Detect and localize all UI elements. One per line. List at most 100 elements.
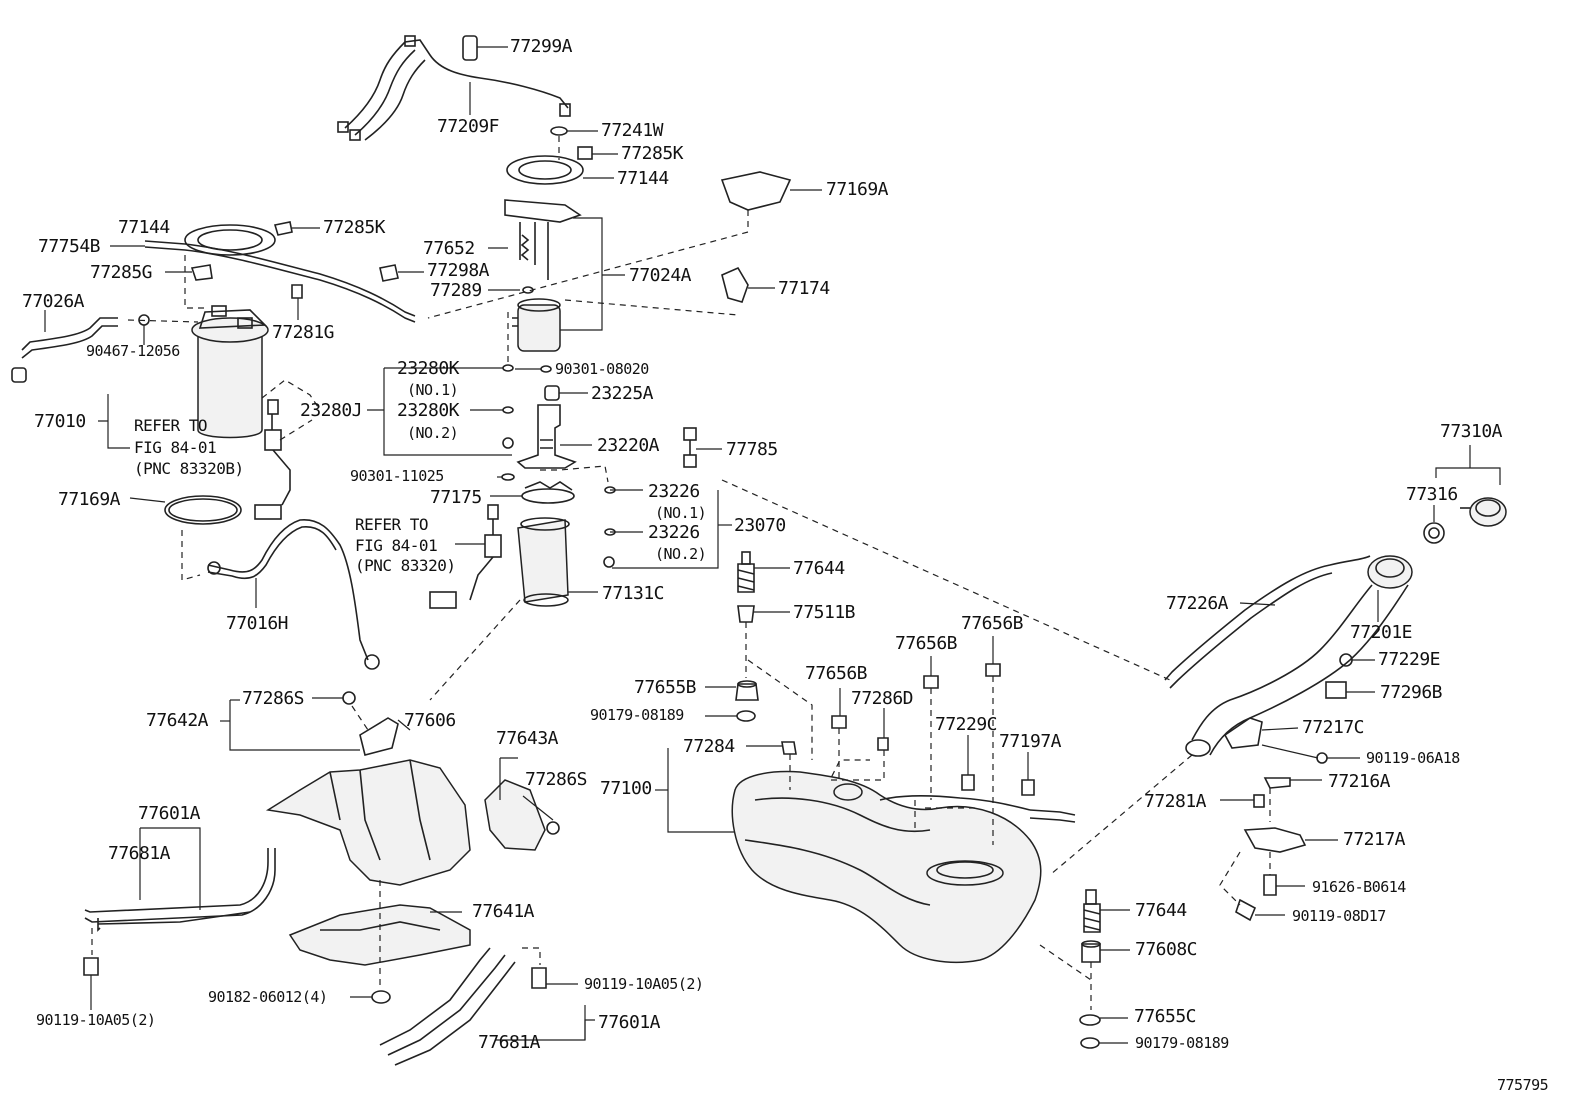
bolt-91626-B0614 [1263,874,1305,896]
bracket-77217C [1223,717,1299,749]
label-77286D: 77286D [851,688,914,709]
clip-90467-12056 [138,314,150,345]
clip-77229E [1339,653,1375,667]
label-77144-left: 77144 [118,217,170,238]
label-77286S-a: 77286S [242,688,305,709]
label-77316: 77316 [1406,484,1458,505]
strap-77681A-left [97,911,251,925]
clip-77229C [961,735,975,791]
label-77229C: 77229C [935,714,998,735]
hose-77754B [110,240,416,323]
label-77655C: 77655C [1134,1006,1197,1027]
label-77175: 77175 [430,487,482,508]
label-77174: 77174 [778,278,830,299]
label-refer2-b: FIG 84-01 [355,536,438,555]
label-77010: 77010 [34,411,86,432]
label-refer1-c: (PNC 83320B) [134,459,244,478]
gasket-77316 [1423,505,1445,544]
label-refer2-a: REFER TO [355,515,429,534]
label-77289: 77289 [430,280,482,301]
label-77286S-b: 77286S [525,769,588,790]
label-77241W: 77241W [601,120,664,141]
label-refer1-b: FIG 84-01 [134,438,217,457]
label-23226-2: 23226 [648,522,700,543]
bushing-77511B [737,605,790,623]
bushing-77608C [1081,940,1130,963]
bracket-77174 [721,266,775,303]
label-refer2-c: (PNC 83320) [355,556,456,575]
label-90467-12056: 90467-12056 [86,342,180,360]
sensor-refer-83320B [254,399,291,520]
pipe-77226A [1164,555,1371,689]
label-77310A: 77310A [1440,421,1503,442]
clip-77299A [462,35,508,61]
clip-77298A [379,264,424,282]
clip-77285K-left [273,221,320,236]
figure-number: 775795 [1497,1076,1549,1094]
label-77201E: 77201E [1350,622,1413,643]
ring-77144-top [506,155,614,185]
label-no1-b: (NO.1) [655,504,707,522]
cap-23225A [544,385,588,401]
grommet-77655B [705,680,759,701]
sensor-refer-83320 [429,504,502,609]
label-77644-top: 77644 [793,558,845,579]
label-77641A: 77641A [472,901,535,922]
bracket-77216A [1263,777,1322,789]
cap-77310A [1460,497,1507,527]
nut-90179-08189-top [705,710,756,722]
label-77285K-top: 77285K [621,143,684,164]
clip-77281A [1220,794,1265,808]
label-23280K-1: 23280K [397,358,460,379]
label-77229E: 77229E [1378,649,1441,670]
label-77100: 77100 [600,778,652,799]
label-77217A: 77217A [1343,829,1406,850]
strap-77601A-bottom [379,947,595,1066]
grommet-77656B-c [985,636,1001,677]
label-77281G: 77281G [272,322,335,343]
harness-77209F [337,35,571,141]
nut-90179-08189-bottom [1080,1037,1128,1049]
connector-77785 [683,427,722,468]
label-77197A: 77197A [999,731,1062,752]
label-77296B: 77296B [1380,682,1443,703]
label-77285K-left: 77285K [323,217,386,238]
label-77016H: 77016H [226,613,289,634]
label-no1-a: (NO.1) [407,381,459,399]
clip-77286D [877,708,889,751]
label-77644-bottom: 77644 [1135,900,1187,921]
label-77681A-left: 77681A [108,843,171,864]
hose-77016H [207,519,380,670]
gasket-77241W [550,126,598,136]
clip-77286S-b [522,795,560,835]
label-refer1-a: REFER TO [134,416,208,435]
bolt-90119-06A18 [1261,744,1360,764]
gasket-77169A-top [720,171,822,211]
label-77216A: 77216A [1328,771,1391,792]
label-77144-top: 77144 [617,168,669,189]
label-90119-06A18: 90119-06A18 [1366,749,1460,767]
label-77169A-left: 77169A [58,489,121,510]
filler-pipe-77201E [1185,555,1413,757]
label-77601A-left: 77601A [138,803,201,824]
clip-77281G [291,284,303,320]
canister-77131C [517,517,598,607]
label-no2-a: (NO.2) [407,424,459,442]
label-77299A: 77299A [510,36,573,57]
label-90119-10A05-mid: 90119-10A05(2) [584,975,704,993]
label-77656B-b: 77656B [961,613,1024,634]
label-77655B: 77655B [634,677,697,698]
gasket-77169A-left [129,495,242,525]
label-77656B-a: 77656B [895,633,958,654]
label-77511B: 77511B [793,602,856,623]
label-77226A: 77226A [1166,593,1229,614]
filter-23220A [516,404,592,469]
label-90119-08D17: 90119-08D17 [1292,907,1386,925]
label-77656B-c: 77656B [805,663,868,684]
label-77652: 77652 [423,238,475,259]
canister-77010 [191,305,269,439]
grommet-77656B-a [831,688,847,729]
label-90119-10A05-left: 90119-10A05(2) [36,1011,156,1029]
